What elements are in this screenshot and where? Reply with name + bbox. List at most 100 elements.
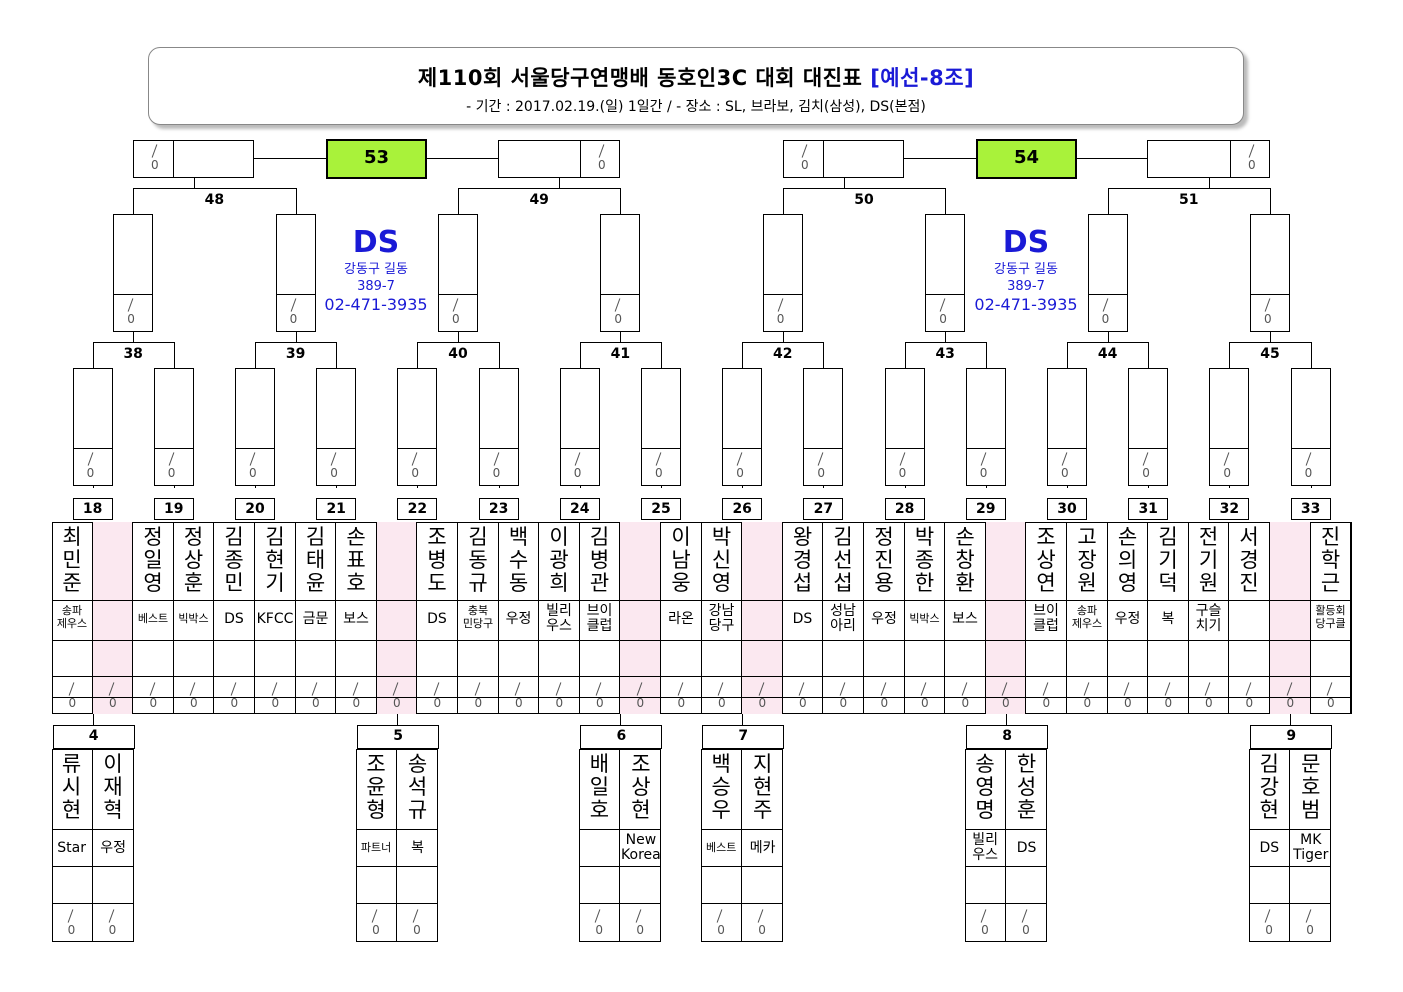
semifinal-box[interactable] — [783, 140, 904, 178]
score-cell[interactable]: 0 — [795, 142, 815, 176]
match-box[interactable] — [1250, 214, 1290, 332]
final-match-box[interactable]: 54 — [976, 139, 1077, 179]
player-slot[interactable]: 0 — [377, 522, 417, 714]
score-cell[interactable]: 0 — [933, 296, 953, 330]
match-box[interactable] — [1047, 368, 1087, 486]
match-box[interactable] — [803, 368, 844, 486]
score-cell[interactable]: 0 — [1096, 296, 1116, 330]
score-cell[interactable]: 0 — [608, 296, 628, 330]
score-cell[interactable]: 0 — [284, 296, 304, 330]
score-cell[interactable]: 0 — [1136, 450, 1156, 484]
semifinal-box[interactable] — [1147, 140, 1270, 178]
score-cell[interactable]: 0 — [81, 450, 101, 484]
score-cell[interactable]: 0 — [811, 450, 831, 484]
score-cell[interactable]: 0 — [121, 296, 141, 330]
score-cell[interactable]: 0 — [974, 450, 994, 484]
semifinal-box[interactable] — [498, 140, 620, 178]
match-box[interactable] — [397, 368, 438, 486]
score-cell[interactable]: 0 — [1242, 142, 1262, 176]
score-cell[interactable]: 0 — [1217, 450, 1237, 484]
match-box[interactable] — [884, 368, 925, 486]
match-box[interactable] — [1087, 214, 1128, 332]
score-cell[interactable]: 0 — [568, 450, 588, 484]
final-match-box[interactable]: 53 — [326, 139, 427, 179]
match-box[interactable] — [316, 368, 357, 486]
match-box[interactable] — [478, 368, 519, 486]
score-cell[interactable]: 0 — [1258, 296, 1278, 330]
match-box[interactable] — [559, 368, 600, 486]
score-cell[interactable]: 0 — [1299, 450, 1319, 484]
score-cell[interactable]: 0 — [730, 450, 750, 484]
match-box[interactable] — [965, 368, 1006, 486]
match-box[interactable] — [153, 368, 194, 486]
match-box[interactable] — [72, 368, 113, 486]
score-cell[interactable]: 0 — [446, 296, 466, 330]
score-cell[interactable]: 0 — [771, 296, 791, 330]
score-cell[interactable]: 0 — [162, 450, 182, 484]
semifinal-box[interactable] — [133, 140, 254, 178]
player-slot[interactable]: 0 — [1270, 522, 1311, 714]
score-cell[interactable]: 0 — [893, 450, 913, 484]
score-cell[interactable]: 0 — [649, 450, 669, 484]
match-box[interactable] — [600, 214, 641, 332]
match-box[interactable] — [438, 214, 478, 332]
match-box[interactable] — [235, 368, 275, 486]
score-cell[interactable]: 0 — [1055, 450, 1075, 484]
score-cell[interactable]: 0 — [592, 142, 612, 176]
player-slot[interactable]: 0 — [93, 522, 133, 714]
score-cell[interactable]: 0 — [487, 450, 507, 484]
match-box[interactable] — [1128, 368, 1169, 486]
match-box[interactable] — [925, 214, 966, 332]
player-slot[interactable]: 0 — [620, 522, 661, 714]
match-box[interactable] — [641, 368, 681, 486]
score-cell[interactable]: 0 — [243, 450, 263, 484]
player-slot[interactable]: 0 — [742, 522, 783, 714]
score-cell[interactable]: 0 — [145, 142, 165, 176]
match-box[interactable] — [1209, 368, 1250, 486]
score-cell[interactable]: 0 — [324, 450, 344, 484]
match-box[interactable] — [762, 214, 803, 332]
match-box[interactable] — [113, 214, 154, 332]
match-box[interactable] — [1290, 368, 1331, 486]
player-slot[interactable]: 0 — [986, 522, 1026, 714]
match-box[interactable] — [275, 214, 316, 332]
